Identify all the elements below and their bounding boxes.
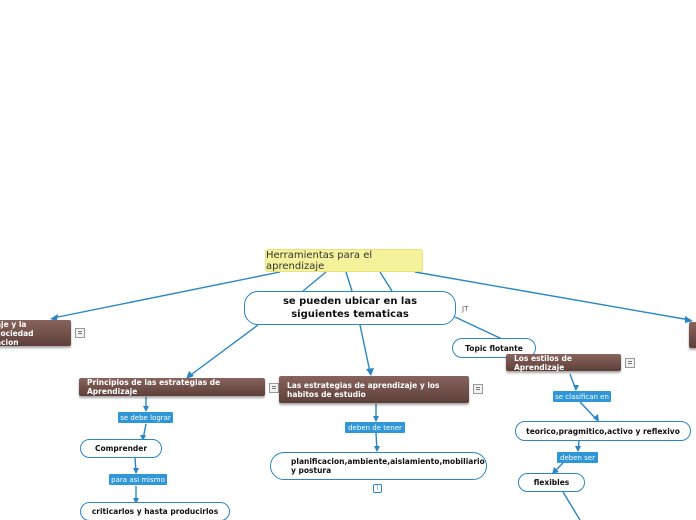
link-flexibles-down (562, 491, 581, 520)
topic-principios[interactable]: Principios de las estrategias de Aprendi… (79, 378, 265, 396)
label-deben-de-tener[interactable]: deben de tener (345, 422, 405, 433)
arrowhead-criticarlos (133, 498, 139, 504)
arrowhead-planificacion (374, 446, 380, 452)
arrowhead-lograr (143, 406, 149, 412)
arrowhead-teorico (593, 414, 599, 422)
note-icon[interactable] (75, 328, 85, 338)
info-icon[interactable]: i (373, 484, 382, 493)
pill-comprender-text: Comprender (94, 444, 148, 453)
topic-estrategias-text: Las estrategias de aprendizaje y los hab… (287, 380, 440, 399)
arrowhead-flexibles (552, 467, 559, 474)
label-para-asi-mismo-text: para asi mismo (111, 475, 165, 484)
label-se-clasifican-en-text: se clasifican en (555, 392, 609, 401)
arrowhead-ser (575, 446, 581, 452)
arrowhead-estrategias (366, 368, 374, 376)
link-central-pill-a (302, 271, 327, 292)
topic-estilos-text: Los estilos de Aprendizaje (514, 353, 572, 372)
topic-estrategias[interactable]: Las estrategias de aprendizaje y los hab… (279, 376, 469, 403)
arrowhead-comprender (140, 435, 146, 441)
label-deben-ser[interactable]: deben ser (557, 452, 598, 463)
left-topic-partial[interactable]: aje y la sociedad acion (0, 319, 71, 347)
central-topic-text: Herramientas para el aprendizaje (266, 249, 373, 272)
pill-teorico[interactable]: teorico,pragmitico,activo y reflexivo (515, 421, 691, 441)
pill-planificacion-text: planificacion,ambiente,aislamiento,mobil… (291, 457, 485, 475)
arrowhead-tener (373, 416, 379, 422)
note-icon[interactable] (473, 384, 483, 394)
main-topic-jt-mark: JT (462, 305, 469, 313)
topic-principios-text: Principios de las estrategias de Aprendi… (87, 378, 221, 396)
arrowhead-right (685, 316, 693, 323)
label-se-clasifican-en[interactable]: se clasifican en (553, 391, 611, 402)
link-central-pill-b (345, 271, 353, 292)
link-central-left (52, 271, 281, 319)
left-topic-line1: aje y la sociedad (0, 319, 34, 338)
link-pill-principios (187, 324, 259, 378)
note-icon[interactable] (625, 358, 635, 368)
pill-comprender[interactable]: Comprender (80, 439, 162, 458)
main-topic-pill[interactable]: se pueden ubicar en las siguientes temat… (244, 291, 456, 325)
pill-criticarlos-text: criticarlos y hasta producirlos (91, 507, 219, 516)
label-para-asi-mismo[interactable]: para asi mismo (109, 474, 167, 485)
link-pill-estrategias (359, 324, 371, 373)
right-topic-partial[interactable] (689, 322, 696, 348)
link-central-pill-c (379, 271, 393, 292)
link-central-right (414, 271, 691, 321)
arrowhead-asi (133, 468, 139, 474)
label-se-debe-lograr-text: se debe lograr (120, 413, 171, 422)
label-deben-ser-text: deben ser (560, 453, 595, 462)
pill-flexibles[interactable]: flexibles (518, 473, 585, 492)
arrowhead-clasifican (573, 385, 579, 391)
floating-topic-text: Topic flotante (465, 343, 523, 353)
note-icon[interactable] (269, 383, 279, 393)
arrowhead-principios (186, 371, 194, 379)
central-topic[interactable]: Herramientas para el aprendizaje (265, 249, 423, 272)
topic-estilos[interactable]: Los estilos de Aprendizaje (506, 353, 621, 372)
link-pill-floating (454, 316, 503, 340)
pill-planificacion[interactable]: planificacion,ambiente,aislamiento,mobil… (270, 452, 487, 480)
left-topic-line2: acion (0, 337, 19, 347)
label-deben-de-tener-text: deben de tener (348, 423, 402, 432)
pill-criticarlos[interactable]: criticarlos y hasta producirlos (80, 502, 230, 520)
main-topic-text: se pueden ubicar en las siguientes temat… (282, 296, 418, 320)
pill-teorico-text: teorico,pragmitico,activo y reflexivo (526, 426, 680, 436)
label-se-debe-lograr[interactable]: se debe lograr (118, 412, 173, 423)
pill-flexibles-text: flexibles (533, 478, 570, 487)
floating-topic-pill[interactable]: Topic flotante (452, 338, 536, 358)
arrowhead-left (50, 314, 58, 321)
